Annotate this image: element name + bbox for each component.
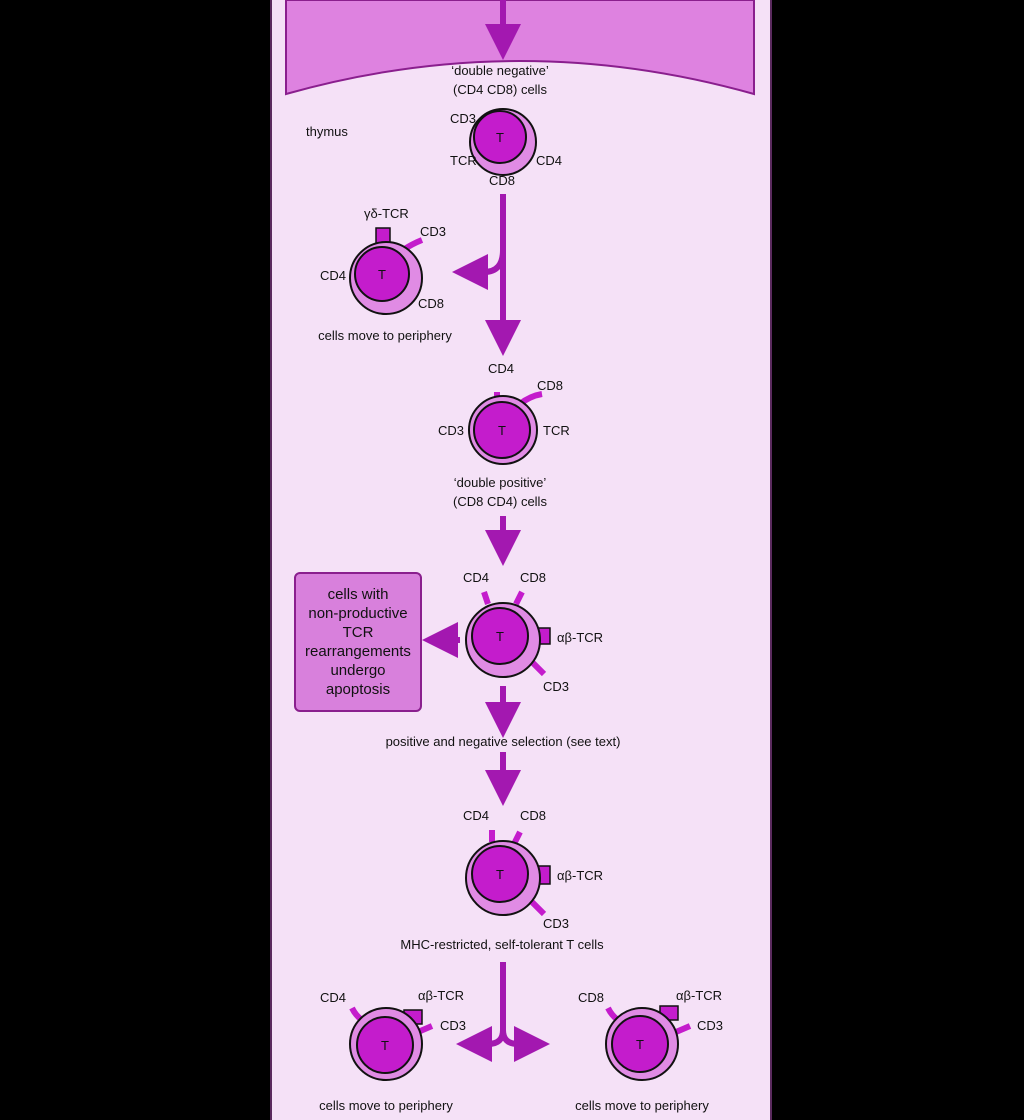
- label-cd4: CD4: [320, 268, 346, 283]
- thymus-panel: [270, 0, 772, 1120]
- caption-double-negative: ‘double negative’: [451, 63, 549, 78]
- cell-gamma-delta: T: [349, 227, 424, 315]
- caption-double-negative-sub: (CD4 CD8) cells: [453, 82, 547, 97]
- caption-mhc-restricted: MHC-restricted, self-tolerant T cells: [400, 937, 604, 952]
- cell-letter: T: [496, 130, 504, 145]
- cell-cd4-periphery: T: [349, 1006, 434, 1081]
- label-cd8: CD8: [578, 990, 604, 1005]
- label-cd3: CD3: [543, 679, 569, 694]
- label-cd3: CD3: [420, 224, 446, 239]
- captions: ‘double negative’ (CD4 CD8) cells thymus…: [306, 63, 709, 1113]
- cell-ab-tcr-preselection: T: [465, 590, 551, 678]
- caption-periphery-cd4: cells move to periphery: [319, 1098, 453, 1113]
- arrow-branch-gd: [452, 249, 506, 290]
- caption-periphery-gd: cells move to periphery: [318, 328, 452, 343]
- cell-letter: T: [378, 267, 386, 282]
- cell-letter: T: [496, 867, 504, 882]
- caption-selection: positive and negative selection (see tex…: [386, 734, 621, 749]
- label-cd8: CD8: [489, 173, 515, 188]
- cell-letter: T: [381, 1038, 389, 1053]
- label-cd8: CD8: [418, 296, 444, 311]
- caption-periphery-cd8: cells move to periphery: [575, 1098, 709, 1113]
- label-cd8: CD8: [520, 570, 546, 585]
- thymus-label: thymus: [306, 124, 348, 139]
- cell-letter: T: [636, 1037, 644, 1052]
- label-ab-tcr: αβ-TCR: [676, 988, 722, 1003]
- arrows: [422, 0, 550, 1062]
- label-cd8: CD8: [520, 808, 546, 823]
- label-cd4: CD4: [488, 361, 514, 376]
- apoptosis-box: cells with non-productive TCR rearrangem…: [294, 572, 422, 712]
- label-cd4: CD4: [536, 153, 562, 168]
- arrow-split-right: [500, 1026, 550, 1062]
- label-cd4: CD4: [463, 808, 489, 823]
- cell-letter: T: [498, 423, 506, 438]
- label-cd4: CD4: [463, 570, 489, 585]
- label-tcr: TCR: [543, 423, 570, 438]
- cell-cd8-periphery: T: [605, 1005, 692, 1081]
- arrow-split-left: [456, 962, 506, 1062]
- caption-double-positive-sub: (CD8 CD4) cells: [453, 494, 547, 509]
- label-cd3: CD3: [697, 1018, 723, 1033]
- label-cd8: CD8: [537, 378, 563, 393]
- cell-double-positive: T: [468, 391, 543, 465]
- label-cd3: CD3: [440, 1018, 466, 1033]
- label-cd3: CD3: [438, 423, 464, 438]
- apoptosis-text: cells with non-productive TCR rearrangem…: [305, 586, 411, 698]
- label-cd4: CD4: [320, 990, 346, 1005]
- label-ab-tcr: αβ-TCR: [557, 868, 603, 883]
- marker-labels: CD3 TCR CD4 CD8 γδ-TCR CD3 CD4 CD8 CD4 C…: [320, 111, 723, 1033]
- caption-double-positive: ‘double positive’: [454, 475, 547, 490]
- label-gd-tcr: γδ-TCR: [364, 206, 409, 221]
- label-ab-tcr: αβ-TCR: [418, 988, 464, 1003]
- cell-letter: T: [496, 629, 504, 644]
- cell-mhc-restricted: T: [465, 830, 551, 917]
- bone-marrow-region: [285, 0, 755, 96]
- cell-double-negative: T: [469, 108, 537, 176]
- label-tcr: TCR: [450, 153, 477, 168]
- label-cd3: CD3: [450, 111, 476, 126]
- label-ab-tcr: αβ-TCR: [557, 630, 603, 645]
- label-cd3: CD3: [543, 916, 569, 931]
